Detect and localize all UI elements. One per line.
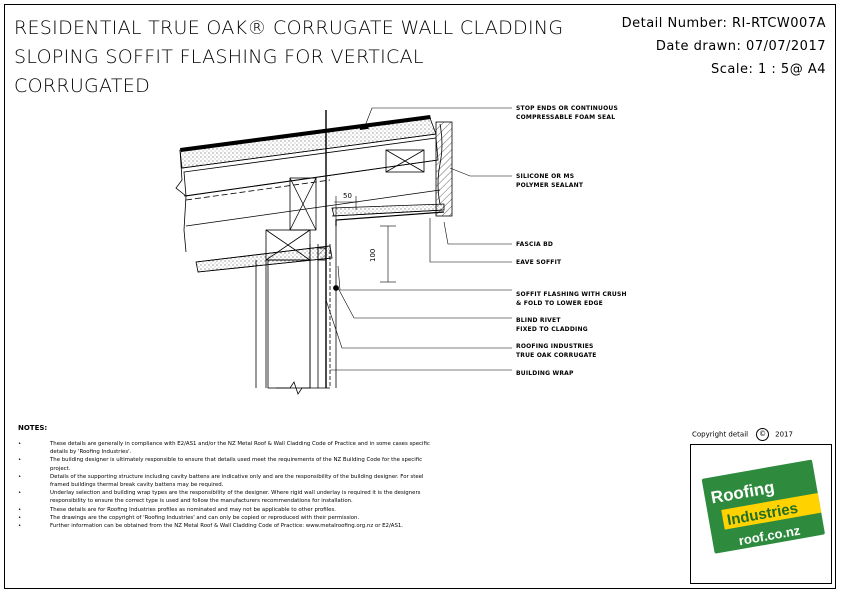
dimension-vertical: 100 bbox=[369, 249, 377, 262]
ceiling-lining bbox=[195, 245, 333, 273]
note-item: •Further information can be obtained fro… bbox=[18, 523, 404, 530]
copyright-symbol: © bbox=[756, 428, 770, 441]
copyright-year: 2017 bbox=[775, 430, 793, 439]
dimension-horizontal: 50 bbox=[343, 192, 352, 200]
drawing-title: RESIDENTIAL TRUE OAK® CORRUGATE WALL CLA… bbox=[14, 14, 563, 101]
note-item: •Underlay selection and building wrap ty… bbox=[18, 490, 421, 505]
callout-eave-soffit: EAVE SOFFIT bbox=[516, 259, 562, 266]
purlin-timber bbox=[385, 149, 425, 173]
notes-title: NOTES: bbox=[18, 424, 48, 432]
note-item: •The building designer is ultimately res… bbox=[18, 457, 423, 472]
leader-lines bbox=[325, 107, 512, 371]
note-item: •Details of the supporting structure inc… bbox=[18, 473, 424, 489]
roof-top-sheet bbox=[180, 115, 431, 152]
drawing-sheet-border bbox=[4, 4, 836, 589]
wall-assembly bbox=[255, 110, 339, 395]
detail-number: Detail Number: RI-RTCW007A bbox=[621, 16, 826, 31]
callout-cladding: ROOFING INDUSTRIES TRUE OAK CORRUGATE bbox=[516, 343, 597, 359]
note-item: •The drawings are the copyright of 'Roof… bbox=[18, 514, 360, 521]
notes-list: •These details are generally in complian… bbox=[18, 440, 443, 530]
title-block: Detail Number: RI-RTCW007A Date drawn: 0… bbox=[622, 12, 826, 81]
callout-silicone: SILICONE OR MS POLYMER SEALANT bbox=[516, 173, 584, 189]
foam-seal bbox=[359, 124, 369, 130]
wall-break-line bbox=[276, 381, 330, 395]
note-item: •These details are generally in complian… bbox=[18, 441, 430, 456]
callout-building-wrap: BUILDING WRAP bbox=[516, 370, 574, 377]
callout-soffit-flashing: SOFFIT FLASHING WITH CRUSH & FOLD TO LOW… bbox=[516, 291, 627, 307]
title-line-2: SLOPING SOFFIT FLASHING FOR VERTICAL bbox=[14, 46, 424, 68]
title-line-1: RESIDENTIAL TRUE OAK® CORRUGATE WALL CLA… bbox=[14, 17, 564, 39]
wall-stud bbox=[267, 259, 311, 389]
fascia-board bbox=[435, 121, 453, 217]
copyright-line: Copyright detail © 2017 bbox=[692, 428, 793, 441]
roof-break-line bbox=[175, 149, 187, 253]
eave-soffit bbox=[331, 203, 445, 226]
drawing-scale: Scale: 1 : 5@ A4 bbox=[711, 62, 826, 77]
roof-assembly bbox=[175, 115, 441, 273]
note-item: •These details are for Roofing Industrie… bbox=[18, 506, 336, 513]
callout-blind-rivet: BLIND RIVET FIXED TO CLADDING bbox=[516, 317, 588, 333]
copyright-label: Copyright detail bbox=[692, 430, 749, 439]
callout-fascia: FASCIA BD bbox=[516, 241, 554, 248]
logo-box: Roofing Industries roof.co.nz bbox=[690, 444, 832, 584]
dimension-lines bbox=[334, 196, 396, 283]
date-drawn: Date drawn: 07/07/2017 bbox=[655, 39, 826, 54]
callout-stop-ends: STOP ENDS OR CONTINUOUS COMPRESSABLE FOA… bbox=[516, 105, 618, 121]
title-line-3: CORRUGATED bbox=[14, 75, 151, 97]
cavity-batten bbox=[317, 247, 327, 261]
roofing-industries-logo: Roofing Industries roof.co.nz bbox=[701, 459, 825, 554]
blind-rivet bbox=[333, 285, 339, 291]
timber-members bbox=[265, 121, 453, 261]
